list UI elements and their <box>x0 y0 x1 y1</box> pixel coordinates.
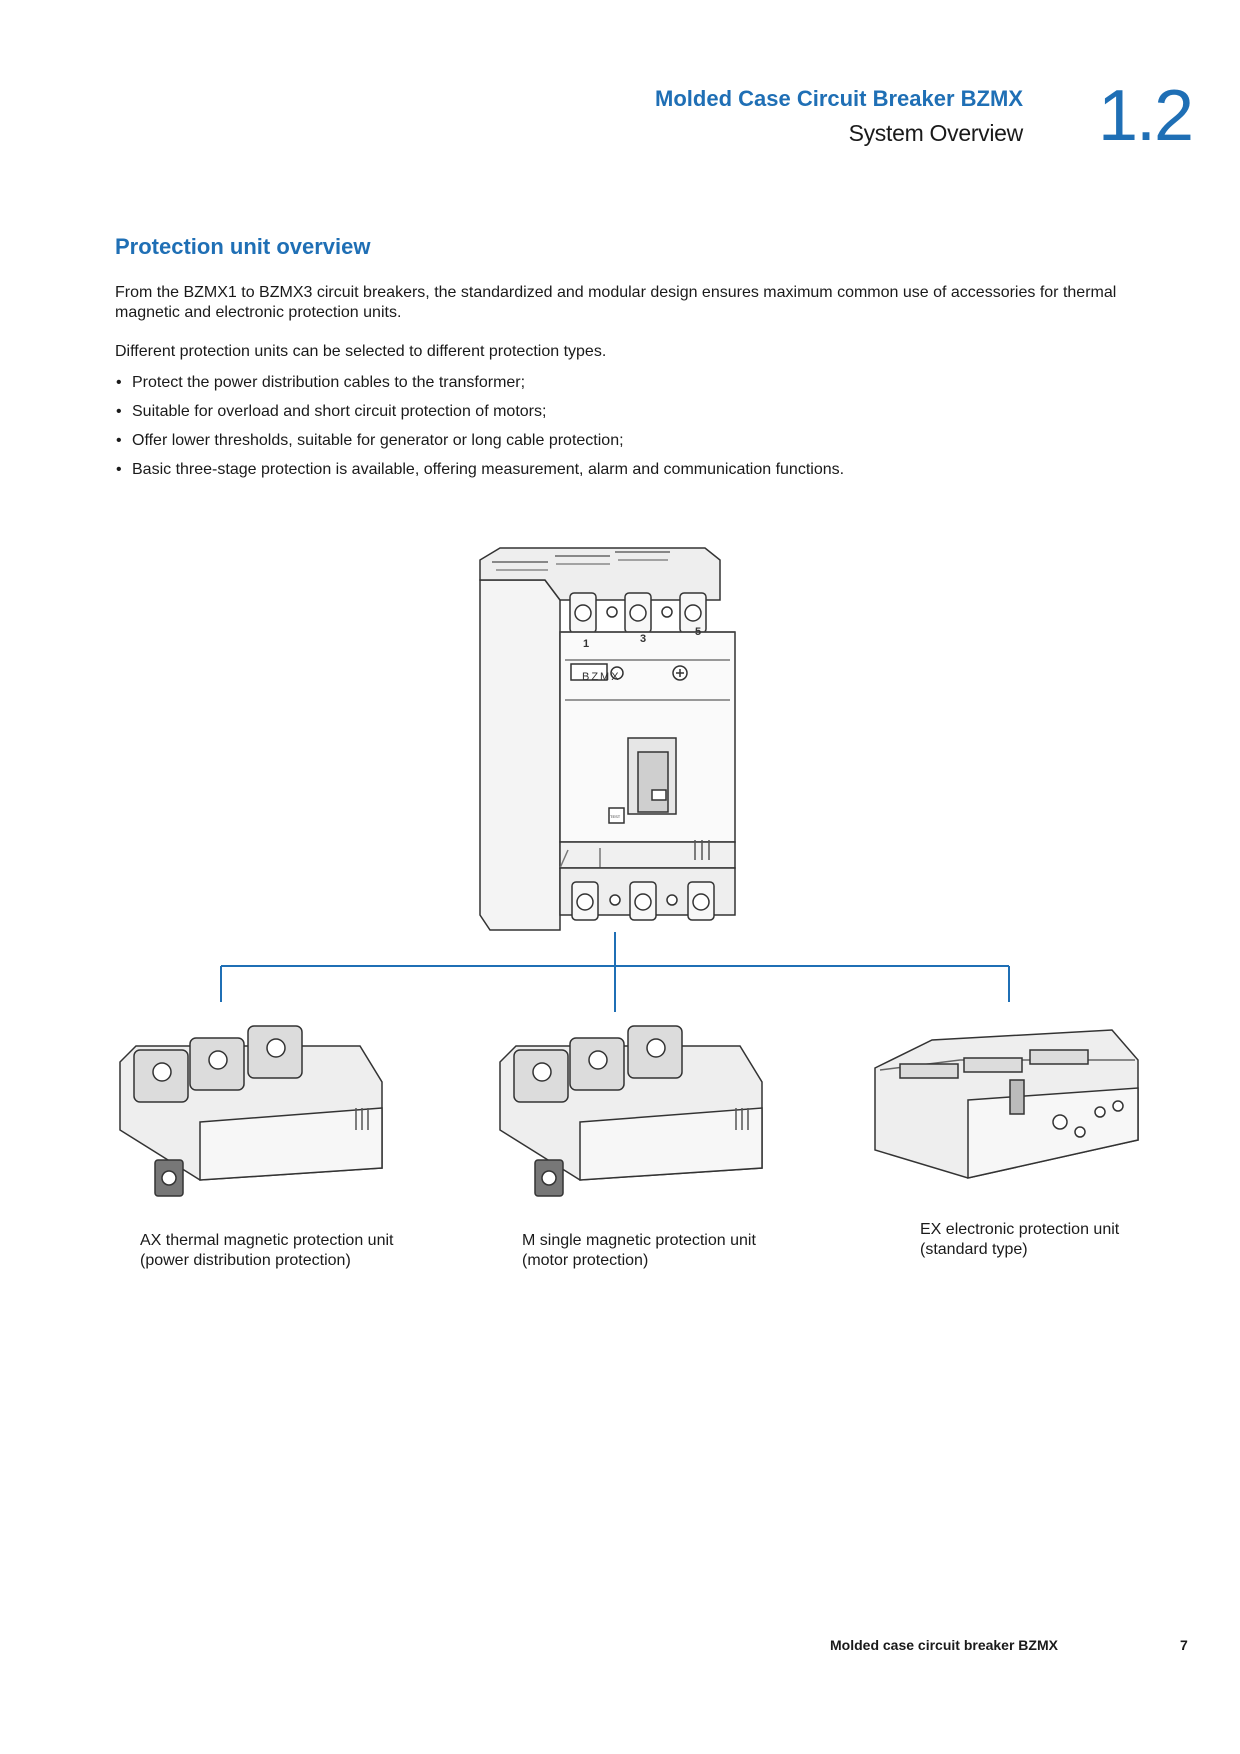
bullet-item: Offer lower thresholds, suitable for gen… <box>115 431 844 451</box>
bullet-item: Protect the power distribution cables to… <box>115 373 844 393</box>
caption-m: M single magnetic protection unit (motor… <box>522 1231 756 1271</box>
caption-line: M single magnetic protection unit <box>522 1232 756 1249</box>
terminal-label: 1 <box>583 638 589 650</box>
header-title: Molded Case Circuit Breaker BZMX <box>655 86 1023 111</box>
circuit-breaker-image <box>479 547 736 931</box>
page-number: 7 <box>1180 1637 1188 1653</box>
caption-line: (power distribution protection) <box>140 1252 351 1269</box>
ax-unit-image <box>119 1025 383 1197</box>
section-number: 1.2 <box>1098 76 1194 156</box>
caption-ex: EX electronic protection unit (standard … <box>920 1220 1119 1260</box>
connector-lines <box>220 932 1010 1012</box>
ex-unit-image <box>874 1029 1139 1179</box>
bullet-list: Protect the power distribution cables to… <box>115 373 844 489</box>
caption-line: AX thermal magnetic protection unit <box>140 1232 394 1249</box>
lead-paragraph: Different protection units can be select… <box>115 343 607 360</box>
caption-line: (motor protection) <box>522 1252 649 1269</box>
breaker-label: BZMX <box>582 671 621 683</box>
section-heading: Protection unit overview <box>115 234 371 259</box>
terminal-label: 3 <box>640 633 646 645</box>
caption-line: (standard type) <box>920 1241 1028 1258</box>
intro-paragraph: From the BZMX1 to BZMX3 circuit breakers… <box>115 284 1117 321</box>
bullet-item: Basic three-stage protection is availabl… <box>115 460 844 480</box>
caption-ax: AX thermal magnetic protection unit (pow… <box>140 1231 393 1271</box>
footer-text: Molded case circuit breaker BZMX <box>830 1637 1058 1653</box>
header-subtitle: System Overview <box>848 120 1024 146</box>
bullet-item: Suitable for overload and short circuit … <box>115 402 844 422</box>
test-label: TEST <box>610 814 621 819</box>
m-unit-image <box>499 1025 763 1197</box>
terminal-label: 5 <box>695 626 701 638</box>
caption-line: EX electronic protection unit <box>920 1221 1120 1238</box>
